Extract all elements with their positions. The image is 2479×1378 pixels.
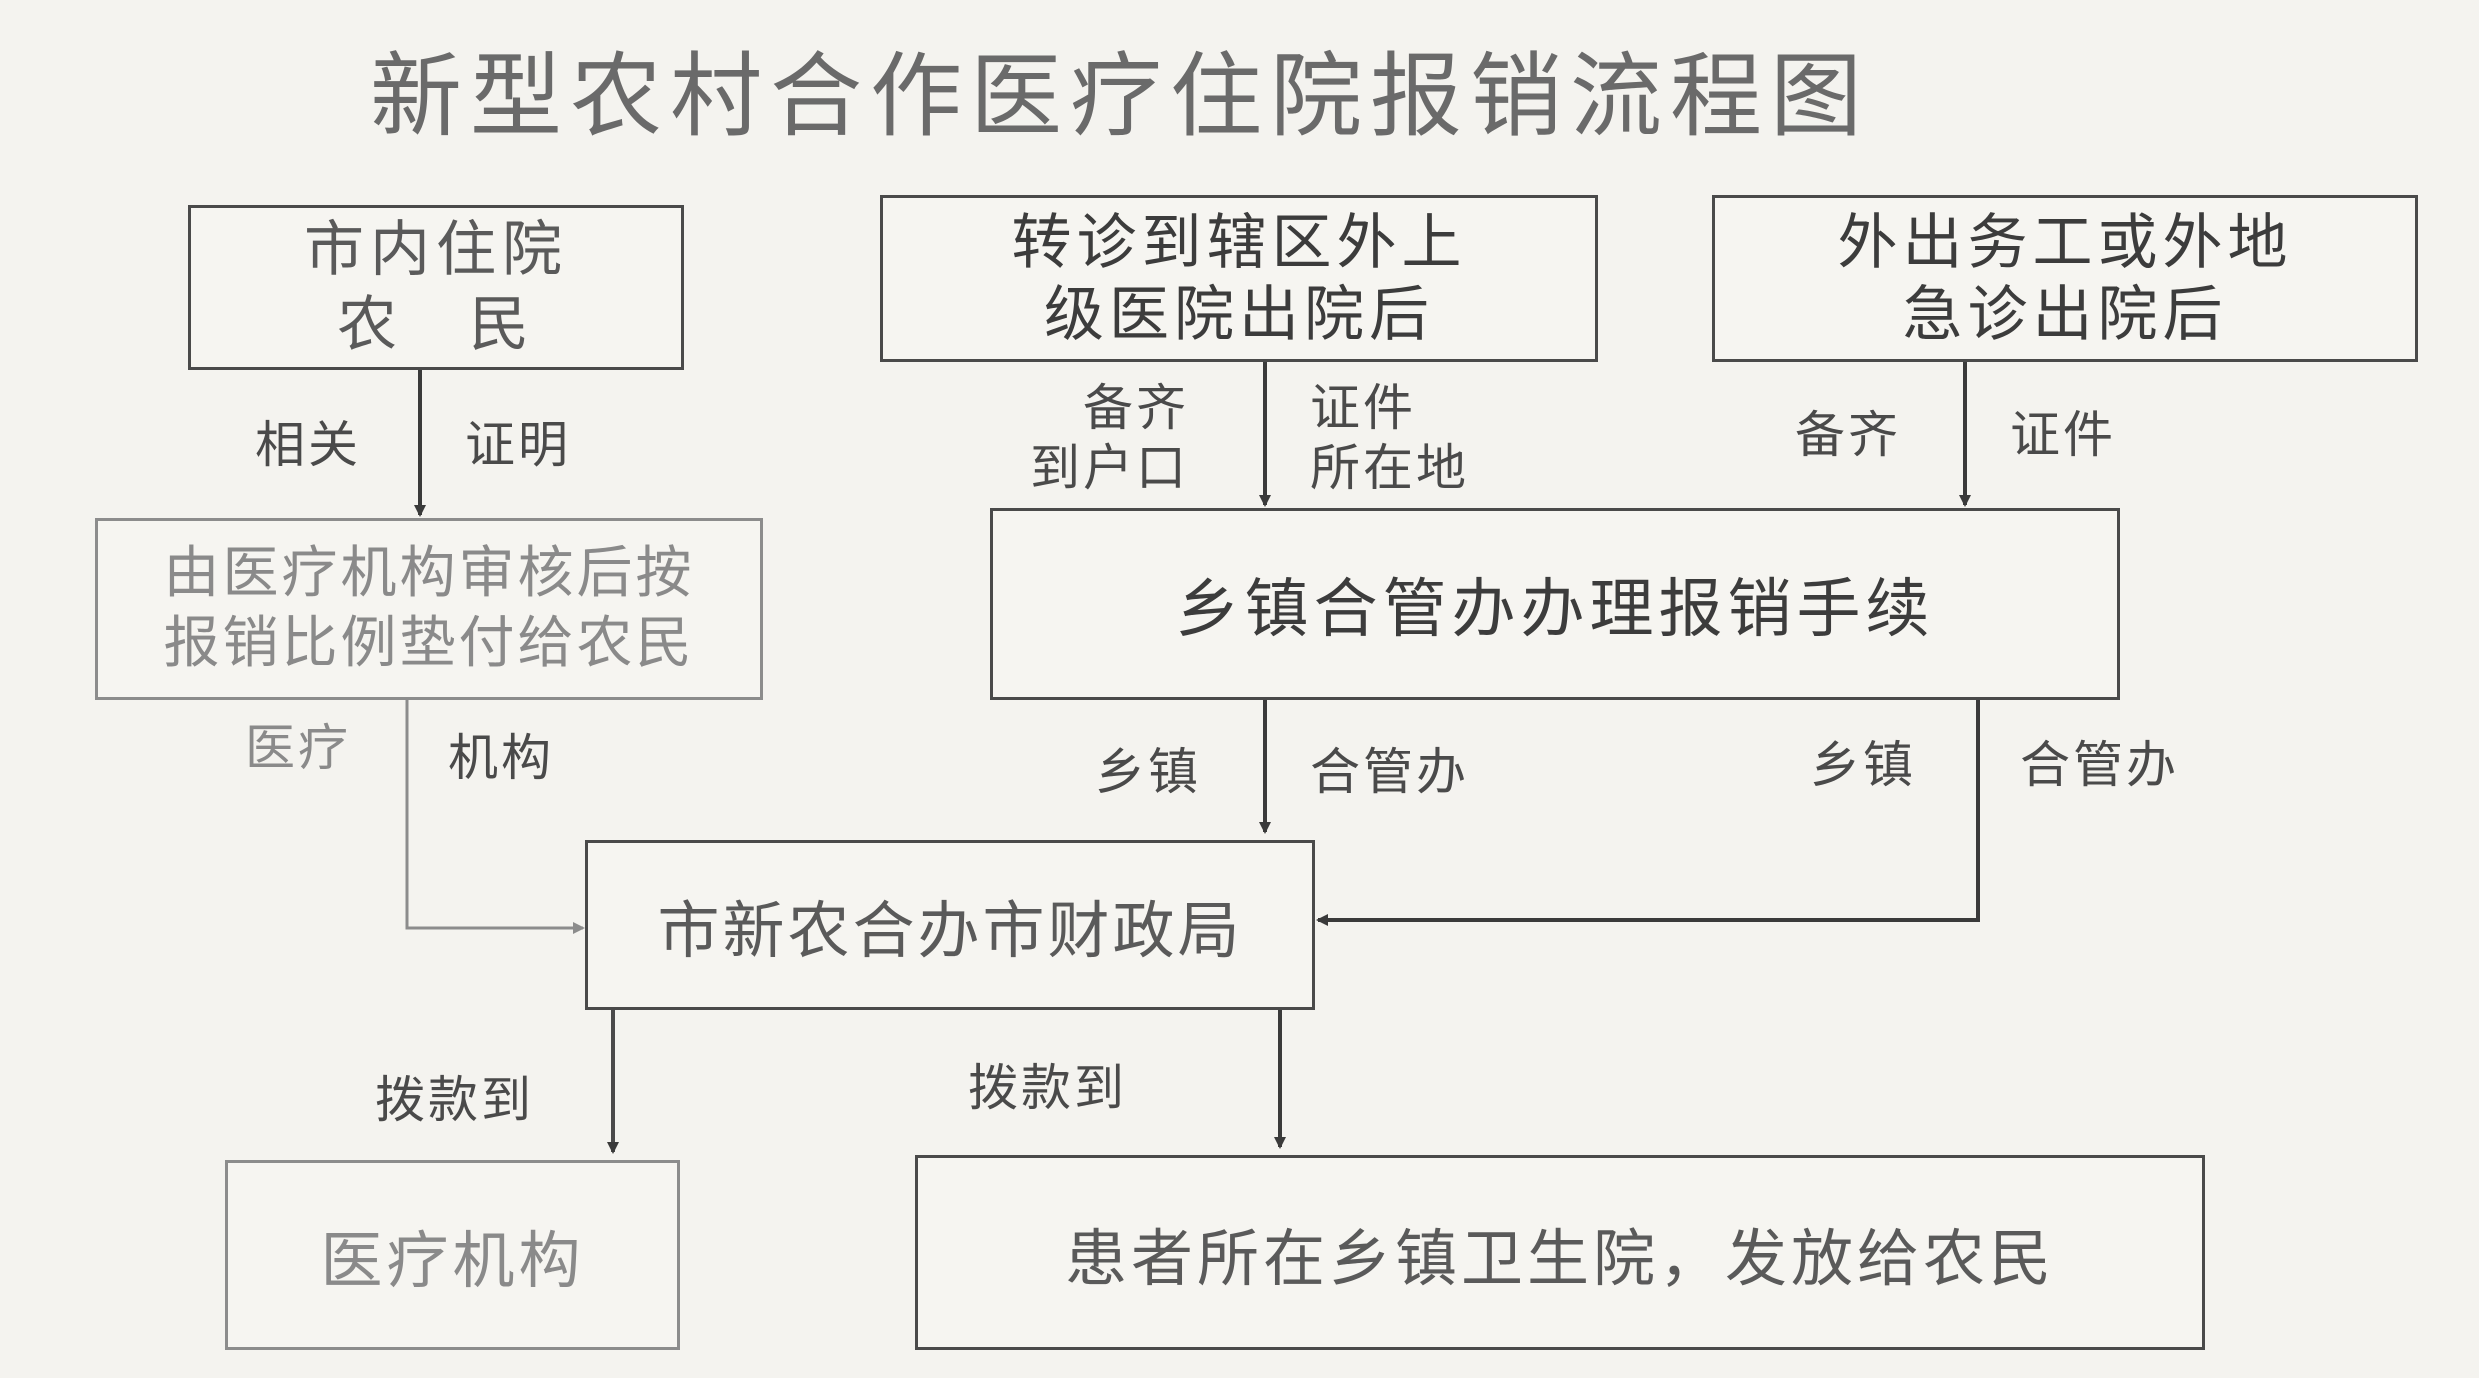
- arrow-advance-pay-to-city-office: [405, 700, 585, 934]
- edge-label-township-right: 乡镇: [1810, 736, 1916, 794]
- edge-label-allocate-left: 拨款到: [375, 1071, 534, 1129]
- edge-label-institution: 机构: [448, 729, 554, 787]
- node-township-hospital: 患者所在乡镇卫生院，发放给农民: [915, 1155, 2205, 1350]
- edge-label-prepare: 备齐: [1795, 406, 1901, 464]
- edge-label-medical: 医疗: [245, 719, 351, 777]
- node-advance-payment: 由医疗机构审核后按 报销比例垫付给农民: [95, 518, 763, 700]
- arrow-township-office-right-to-city-office: [1316, 700, 1980, 926]
- edge-label-township-left: 乡镇: [1095, 743, 1201, 801]
- edge-label-allocate-right: 拨款到: [968, 1059, 1127, 1117]
- node-transfer-discharge: 转诊到辖区外上 级医院出院后: [880, 195, 1598, 362]
- node-city-finance-office: 市新农合办市财政局: [585, 840, 1315, 1010]
- edge-label-office-left: 合管办: [1310, 743, 1469, 801]
- edge-label-related: 相关: [255, 416, 361, 474]
- page-title: 新型农村合作医疗住院报销流程图: [370, 43, 1871, 150]
- edge-label-proof: 证明: [465, 416, 571, 474]
- edge-label-office-right: 合管办: [2020, 736, 2179, 794]
- edge-label-documents-location: 证件 所在地: [1310, 379, 1469, 497]
- edge-label-prepare-household: 备齐 到户口: [1030, 379, 1189, 497]
- edge-label-documents: 证件: [2010, 406, 2116, 464]
- node-township-office: 乡镇合管办办理报销手续: [990, 508, 2120, 700]
- node-medical-institution: 医疗机构: [225, 1160, 680, 1350]
- node-city-inpatient-farmer: 市内住院 农 民: [188, 205, 684, 370]
- node-migrant-discharge: 外出务工或外地 急诊出院后: [1712, 195, 2418, 362]
